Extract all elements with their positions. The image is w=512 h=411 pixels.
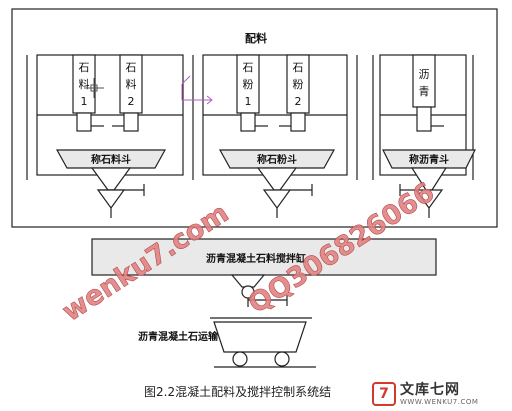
- aggregate-hopper-label: 称石料斗: [91, 153, 131, 166]
- powder-hopper: 称石粉斗: [218, 149, 336, 218]
- mixer-label: 沥青混凝土石料搅拌缸: [206, 252, 306, 265]
- aggregate-hopper: 称石料斗: [55, 149, 167, 218]
- powder-hopper-label: 称石粉斗: [257, 153, 297, 166]
- svg-text:1: 1: [245, 95, 252, 108]
- support-frame-lines: [26, 55, 474, 180]
- svg-text:粉: 粉: [243, 78, 254, 91]
- svg-text:2: 2: [295, 95, 302, 108]
- logo-name: 文库七网: [400, 381, 460, 398]
- svg-text:青: 青: [419, 85, 430, 98]
- mixer-tank: 沥青混凝土石料搅拌缸: [91, 238, 437, 307]
- asphalt-silo: 沥 青: [412, 54, 444, 132]
- aggregate-silo-1-char-2: 料: [79, 77, 90, 91]
- svg-text:石: 石: [126, 61, 137, 74]
- transport-cart: [210, 317, 316, 368]
- crosshair-cursor-icon: [84, 78, 104, 98]
- asphalt-hopper-label: 称沥青斗: [409, 153, 449, 166]
- asphalt-hopper: 称沥青斗: [382, 149, 476, 218]
- logo-url: WWW.WENKU7.COM: [400, 397, 479, 406]
- figure-caption: 图2.2混凝土配料及搅拌控制系统结: [144, 385, 332, 399]
- logo-icon: 7: [372, 382, 396, 406]
- svg-text:料: 料: [126, 77, 137, 91]
- aggregate-silo-1: 石 料 1: [72, 54, 104, 132]
- svg-text:沥: 沥: [419, 68, 430, 81]
- aggregate-silo-1-char-1: 石: [79, 61, 90, 74]
- aggregate-silo-2: 石 料 2: [112, 54, 143, 132]
- cart-label: 沥青混凝土石运输: [138, 330, 219, 343]
- svg-text:2: 2: [128, 95, 135, 108]
- aggregate-silo-1-char-3: 1: [81, 95, 88, 108]
- powder-silo-1: 石 粉 1: [236, 54, 268, 132]
- arrow-mark-icon: [181, 75, 213, 105]
- site-logo: 7 文库七网 WWW.WENKU7.COM: [372, 381, 508, 407]
- powder-silo-2: 石 粉 2: [279, 54, 310, 132]
- batching-title: 配料: [245, 31, 267, 45]
- svg-text:石: 石: [243, 61, 254, 74]
- svg-text:石: 石: [293, 61, 304, 74]
- svg-text:粉: 粉: [293, 78, 304, 91]
